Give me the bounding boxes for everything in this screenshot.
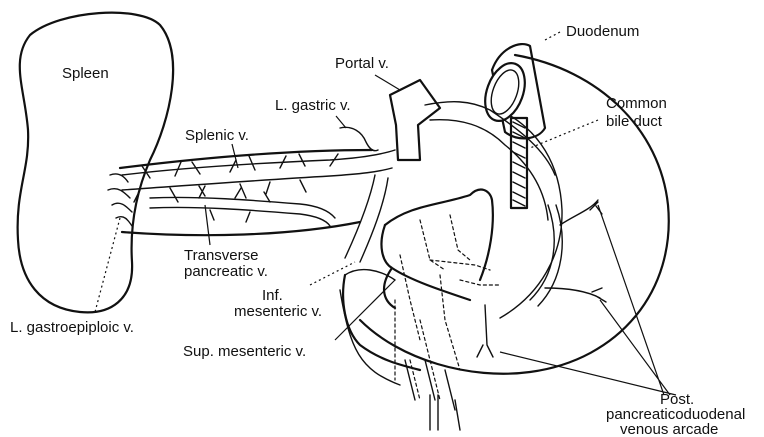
label-splenic-v: Splenic v. xyxy=(185,127,249,144)
label-common-bile-duct-2: bile duct xyxy=(606,113,663,130)
arcade-branch-2 xyxy=(545,288,606,302)
pancreas-head-left xyxy=(381,225,470,308)
mesentery-arc xyxy=(343,275,420,370)
transverse-pancreatic-branches xyxy=(199,186,270,222)
leader-duodenum xyxy=(545,32,560,40)
label-portal-v: Portal v. xyxy=(335,55,389,72)
left-gastric-vein xyxy=(340,127,378,150)
label-inf-mesenteric-1: Inf. xyxy=(262,287,283,304)
label-spleen: Spleen xyxy=(62,65,109,82)
leader-arcade xyxy=(500,205,676,395)
label-sup-mesenteric: Sup. mesenteric v. xyxy=(183,343,306,360)
label-inf-mesenteric-2: mesenteric v. xyxy=(234,303,322,320)
splenic-vein xyxy=(122,150,395,190)
label-common-bile-duct-1: Common xyxy=(606,95,667,112)
arcade-branch-1 xyxy=(560,200,602,225)
label-l-gastric-v: L. gastric v. xyxy=(275,97,351,114)
label-transverse-2: pancreatic v. xyxy=(184,263,268,280)
arcade-branch-3 xyxy=(477,305,493,357)
pancreas-head xyxy=(385,190,493,280)
label-l-gastroepiploic: L. gastroepiploic v. xyxy=(10,319,134,336)
post-arcade xyxy=(530,205,562,306)
leader-transverse xyxy=(205,205,210,245)
leader-portal xyxy=(375,75,400,90)
label-duodenum: Duodenum xyxy=(566,23,639,40)
spleen-outline xyxy=(18,13,173,313)
leader-lgastric xyxy=(336,116,346,128)
label-transverse-1: Transverse xyxy=(184,247,258,264)
label-post-arcade-3: venous arcade xyxy=(620,421,718,437)
leader-lgastroepiploic xyxy=(95,218,120,312)
